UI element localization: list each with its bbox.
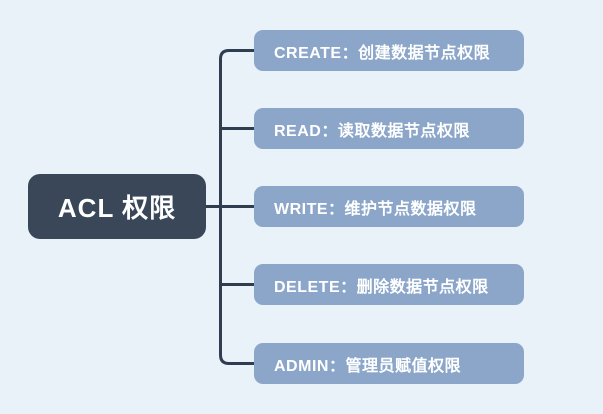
branch-node-create[interactable]: CREATE：创建数据节点权限 [254,30,524,71]
branch-node-delete[interactable]: DELETE：删除数据节点权限 [254,264,524,305]
root-node-acl[interactable]: ACL 权限 [28,174,206,239]
branch-node-admin[interactable]: ADMIN：管理员赋值权限 [254,343,524,384]
trunk-line [219,49,254,365]
branch-node-read[interactable]: READ：读取数据节点权限 [254,108,524,149]
branch-node-write[interactable]: WRITE：维护节点数据权限 [254,186,524,227]
